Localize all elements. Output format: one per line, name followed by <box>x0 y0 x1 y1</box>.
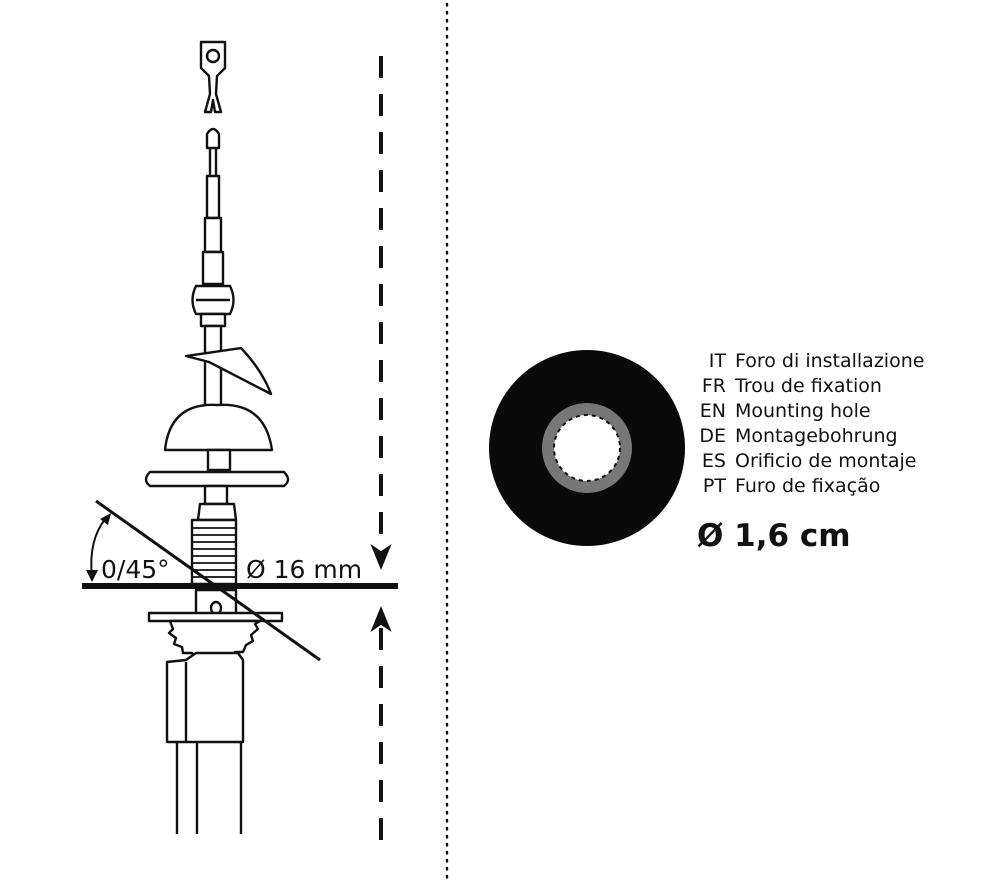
angle-arrow-bottom <box>86 570 98 582</box>
lang-code-fr: FR <box>702 375 726 397</box>
lang-code-it: IT <box>709 350 727 372</box>
lang-code-es: ES <box>702 450 726 472</box>
lang-text-fr: Trou de fixation <box>734 375 882 397</box>
mast-segment-2 <box>203 216 223 254</box>
dimension-arrow-up <box>370 606 392 632</box>
hole-diameter-label: Ø 1,6 cm <box>697 518 851 554</box>
tilted-mounting-plane <box>95 499 321 662</box>
mast-segment-1 <box>205 174 221 220</box>
dome-cover <box>163 403 274 452</box>
lang-text-en: Mounting hole <box>735 400 871 422</box>
cable-connector <box>165 651 245 744</box>
hole-dashed-outline <box>553 414 621 482</box>
dimension-arrow-down <box>370 544 392 570</box>
antenna-cap <box>205 127 221 150</box>
language-labels: IT Foro di installazione FR Trou de fixa… <box>699 350 924 497</box>
angle-label: 0/45° <box>101 555 170 584</box>
lang-text-it: Foro di installazione <box>735 350 924 372</box>
nut-base <box>199 312 227 328</box>
hole-center <box>554 415 620 481</box>
flange-gasket <box>144 470 290 488</box>
thread-lines <box>193 527 235 578</box>
antenna-illustration <box>144 40 290 834</box>
hole-dimension-label: Ø 16 mm <box>246 555 362 584</box>
lang-code-en: EN <box>700 400 726 422</box>
antenna-tip-hole <box>205 48 221 64</box>
angle-arrow-top <box>100 513 111 525</box>
mast-segment-3 <box>201 250 225 286</box>
dome-stem <box>206 448 232 472</box>
mount-neck <box>203 484 229 506</box>
lang-text-de: Montagebohrung <box>735 425 898 447</box>
mounting-hole-graphic <box>489 350 685 546</box>
lang-text-es: Orificio de montaje <box>735 450 916 472</box>
lang-code-pt: PT <box>703 475 726 497</box>
lang-text-pt: Furo de fixação <box>735 475 880 497</box>
mount-shoulder <box>196 502 238 522</box>
spring-clip <box>184 346 273 396</box>
lang-code-de: DE <box>699 425 726 447</box>
